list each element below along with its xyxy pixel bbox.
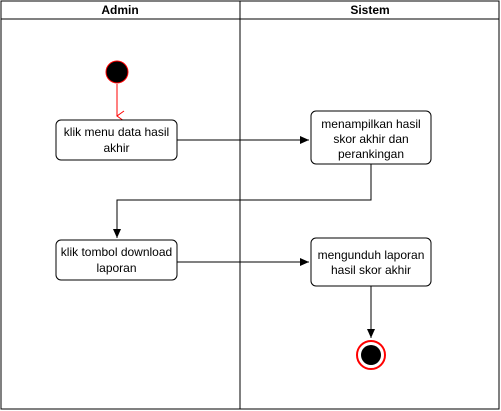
action-label: laporan	[96, 261, 136, 275]
action-label: mengunduh laporan	[318, 248, 425, 262]
action-label: klik menu data hasil	[64, 125, 169, 139]
action-mengunduh-laporan[interactable]: mengunduh laporan hasil skor akhir	[310, 237, 432, 287]
action-klik-download[interactable]: klik tombol download laporan	[55, 239, 178, 281]
flow-arrow-2	[113, 164, 372, 238]
action-label: klik tombol download	[61, 245, 172, 259]
start-node[interactable]	[105, 60, 129, 84]
action-label: menampilkan hasil	[321, 117, 420, 131]
action-label: skor akhir dan	[333, 132, 408, 146]
lane-title-sistem: Sistem	[350, 3, 389, 17]
action-menampilkan-hasil[interactable]: menampilkan hasil skor akhir dan peranki…	[310, 110, 432, 165]
end-node[interactable]	[356, 340, 386, 370]
action-klik-menu-data[interactable]: klik menu data hasil akhir	[55, 119, 178, 161]
action-label: perankingan	[338, 147, 404, 161]
lane-title-admin: Admin	[101, 3, 138, 17]
action-label: akhir	[103, 141, 129, 155]
action-label: hasil skor akhir	[331, 263, 411, 277]
